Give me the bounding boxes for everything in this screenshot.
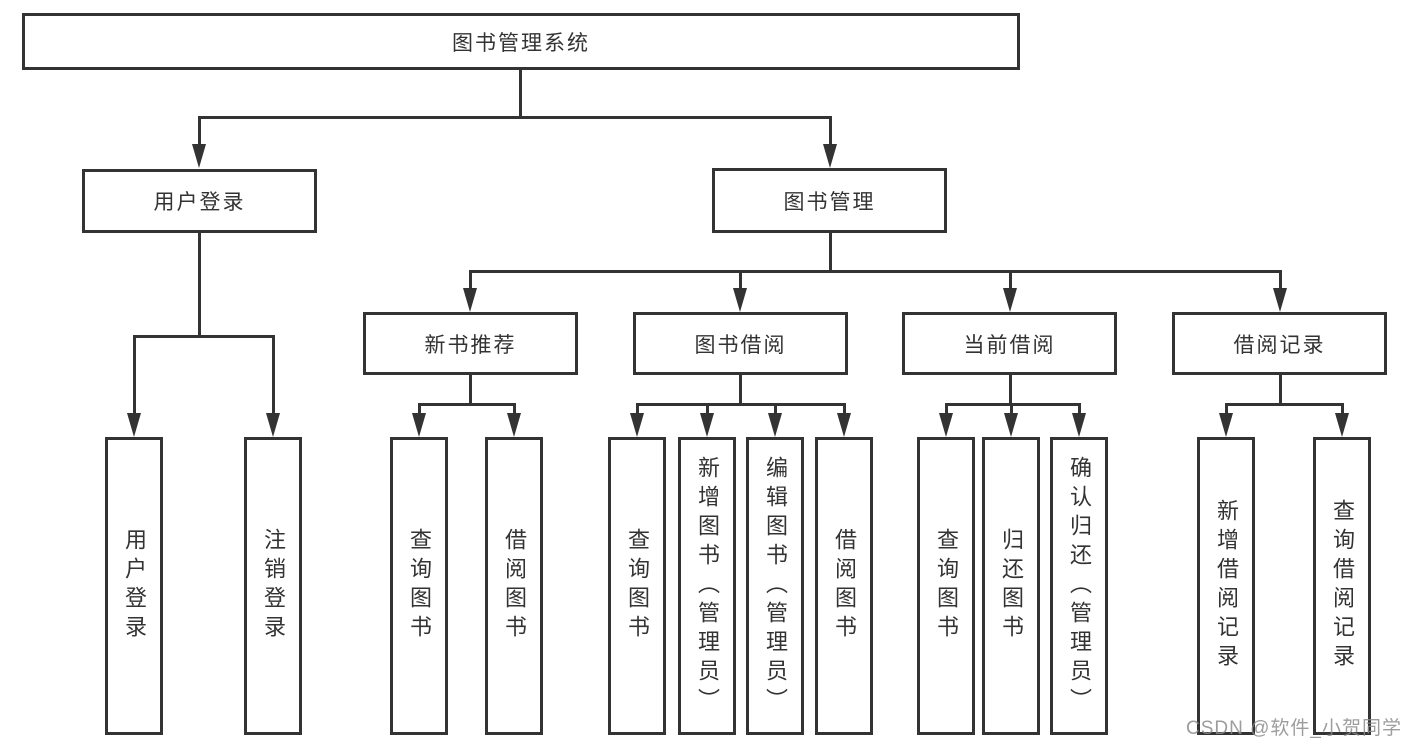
connector-line <box>1279 270 1282 288</box>
connector-line <box>469 270 472 288</box>
arrowhead-icon <box>1003 288 1017 312</box>
leaf-edit-book-admin: 编辑图书（管理员） <box>746 437 804 735</box>
arrowhead-icon <box>1072 413 1086 437</box>
node-library-management-system: 图书管理系统 <box>22 13 1020 70</box>
connector-line <box>829 233 832 273</box>
connector-line <box>198 233 201 338</box>
connector-line <box>1341 403 1344 413</box>
leaf-query-books: 查询图书 <box>608 437 666 735</box>
connector-line <box>739 270 742 288</box>
leaf-query-books: 查询图书 <box>917 437 975 735</box>
connector-line <box>829 116 832 144</box>
connector-line <box>1009 270 1012 288</box>
leaf-user-login: 用户登录 <box>105 437 163 735</box>
leaf-borrow-books: 借阅图书 <box>815 437 873 735</box>
connector-line <box>1279 374 1282 405</box>
node-label: 用户登录 <box>122 528 147 644</box>
leaf-query-borrow-record: 查询借阅记录 <box>1313 437 1371 735</box>
arrowhead-icon <box>412 413 426 437</box>
node-book-borrowing: 图书借阅 <box>633 312 848 375</box>
node-label: 查询图书 <box>625 528 650 644</box>
connector-line <box>1010 403 1013 413</box>
connector-line <box>739 374 742 405</box>
node-current-borrowing: 当前借阅 <box>902 312 1117 375</box>
node-label: 图书管理 <box>783 190 876 214</box>
leaf-query-books: 查询图书 <box>390 437 448 735</box>
leaf-borrow-books: 借阅图书 <box>485 437 543 735</box>
arrowhead-icon <box>192 144 206 168</box>
arrowhead-icon <box>837 413 851 437</box>
node-label: 借阅图书 <box>502 528 527 644</box>
node-borrowing-records: 借阅记录 <box>1172 312 1387 375</box>
node-label: 借阅记录 <box>1233 333 1326 357</box>
arrowhead-icon <box>1219 413 1233 437</box>
node-label: 新增图书（管理员） <box>695 455 720 717</box>
connector-line <box>469 374 472 405</box>
node-label: 查询图书 <box>934 528 959 644</box>
connector-line <box>519 70 522 119</box>
arrowhead-icon <box>823 144 837 168</box>
connector-line <box>133 335 275 338</box>
node-label: 用户登录 <box>153 191 246 214</box>
node-label: 当前借阅 <box>963 333 1056 357</box>
connector-line <box>945 403 1081 406</box>
arrowhead-icon <box>630 413 644 437</box>
connector-line <box>774 403 777 413</box>
connector-line <box>1078 403 1081 413</box>
node-book-management: 图书管理 <box>712 168 947 233</box>
leaf-return-books: 归还图书 <box>982 437 1040 735</box>
connector-line <box>706 403 709 413</box>
arrowhead-icon <box>266 413 280 437</box>
node-label: 归还图书 <box>999 528 1024 644</box>
arrowhead-icon <box>507 413 521 437</box>
connector-line <box>418 403 421 413</box>
connector-line <box>945 403 948 413</box>
node-label: 新书推荐 <box>424 333 517 357</box>
node-new-book-recommendation: 新书推荐 <box>363 312 578 375</box>
connector-line <box>1009 374 1012 405</box>
connector-line <box>636 403 639 413</box>
arrowhead-icon <box>733 288 747 312</box>
connector-line <box>513 403 516 413</box>
leaf-confirm-return-admin: 确认归还（管理员） <box>1050 437 1108 735</box>
connector-line <box>418 403 516 406</box>
leaf-add-book-admin: 新增图书（管理员） <box>678 437 736 735</box>
node-label: 查询图书 <box>407 528 432 644</box>
arrowhead-icon <box>939 413 953 437</box>
connector-line <box>198 116 201 144</box>
node-user-login: 用户登录 <box>82 169 317 233</box>
arrowhead-icon <box>1335 413 1349 437</box>
node-label: 图书管理系统 <box>452 31 590 55</box>
connector-line <box>198 116 832 119</box>
connector-line <box>1225 403 1344 406</box>
node-label: 图书借阅 <box>694 333 787 357</box>
arrowhead-icon <box>463 288 477 312</box>
arrowhead-icon <box>700 413 714 437</box>
arrowhead-icon <box>1004 413 1018 437</box>
arrowhead-icon <box>768 413 782 437</box>
node-label: 借阅图书 <box>832 528 857 644</box>
node-label: 编辑图书（管理员） <box>763 455 788 717</box>
connector-line <box>636 403 846 406</box>
connector-line <box>469 270 1282 273</box>
connector-line <box>133 335 136 413</box>
connector-line <box>843 403 846 413</box>
leaf-logout: 注销登录 <box>244 437 302 735</box>
node-label: 确认归还（管理员） <box>1067 455 1092 717</box>
connector-line <box>1225 403 1228 413</box>
node-label: 注销登录 <box>261 528 286 644</box>
csdn-watermark: CSDN @软件_小贺同学 <box>1186 718 1402 739</box>
node-label: 查询借阅记录 <box>1330 499 1355 673</box>
node-label: 新增借阅记录 <box>1214 499 1239 673</box>
leaf-add-borrow-record: 新增借阅记录 <box>1197 437 1255 735</box>
connector-line <box>272 335 275 413</box>
arrowhead-icon <box>1273 288 1287 312</box>
arrowhead-icon <box>127 413 141 437</box>
